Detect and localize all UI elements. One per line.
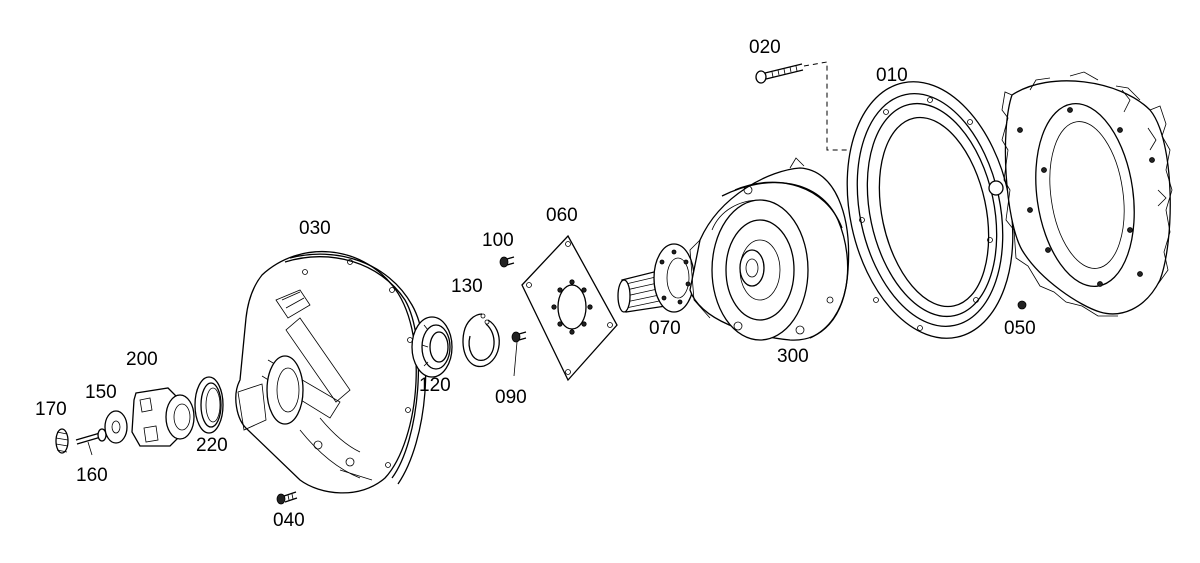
label-100: 100 — [482, 230, 514, 251]
label-160: 160 — [76, 465, 108, 486]
label-020: 020 — [749, 37, 781, 58]
part-170-clip — [55, 428, 69, 454]
label-220: 220 — [196, 435, 228, 456]
label-060: 060 — [546, 205, 578, 226]
part-020-bolt — [755, 61, 850, 151]
part-010-ring — [846, 81, 1014, 339]
label-120: 120 — [419, 375, 451, 396]
label-090: 090 — [495, 387, 527, 408]
part-040-bolt — [276, 491, 298, 505]
part-090-bolt — [511, 331, 527, 377]
part-200-flange — [131, 387, 195, 447]
part-060-plate — [521, 234, 618, 382]
part-120-bearing — [411, 316, 453, 378]
label-030: 030 — [299, 218, 331, 239]
label-170: 170 — [35, 399, 67, 420]
part-150-washer — [104, 410, 128, 444]
label-010: 010 — [876, 65, 908, 86]
part-100-bolt — [499, 256, 515, 268]
part-300-converter — [689, 157, 850, 341]
part-130-circlip — [462, 313, 500, 368]
label-200: 200 — [126, 349, 158, 370]
part-160-screw — [75, 428, 107, 456]
label-040: 040 — [273, 510, 305, 531]
part-220-seal — [194, 376, 224, 434]
part-030-housing — [235, 250, 427, 494]
part-070-hub — [617, 243, 695, 313]
engine-housing — [1001, 71, 1173, 317]
label-050: 050 — [1004, 318, 1036, 339]
label-130: 130 — [451, 276, 483, 297]
label-300: 300 — [777, 346, 809, 367]
label-150: 150 — [85, 382, 117, 403]
label-070: 070 — [649, 318, 681, 339]
part-050-nut — [1017, 300, 1027, 310]
